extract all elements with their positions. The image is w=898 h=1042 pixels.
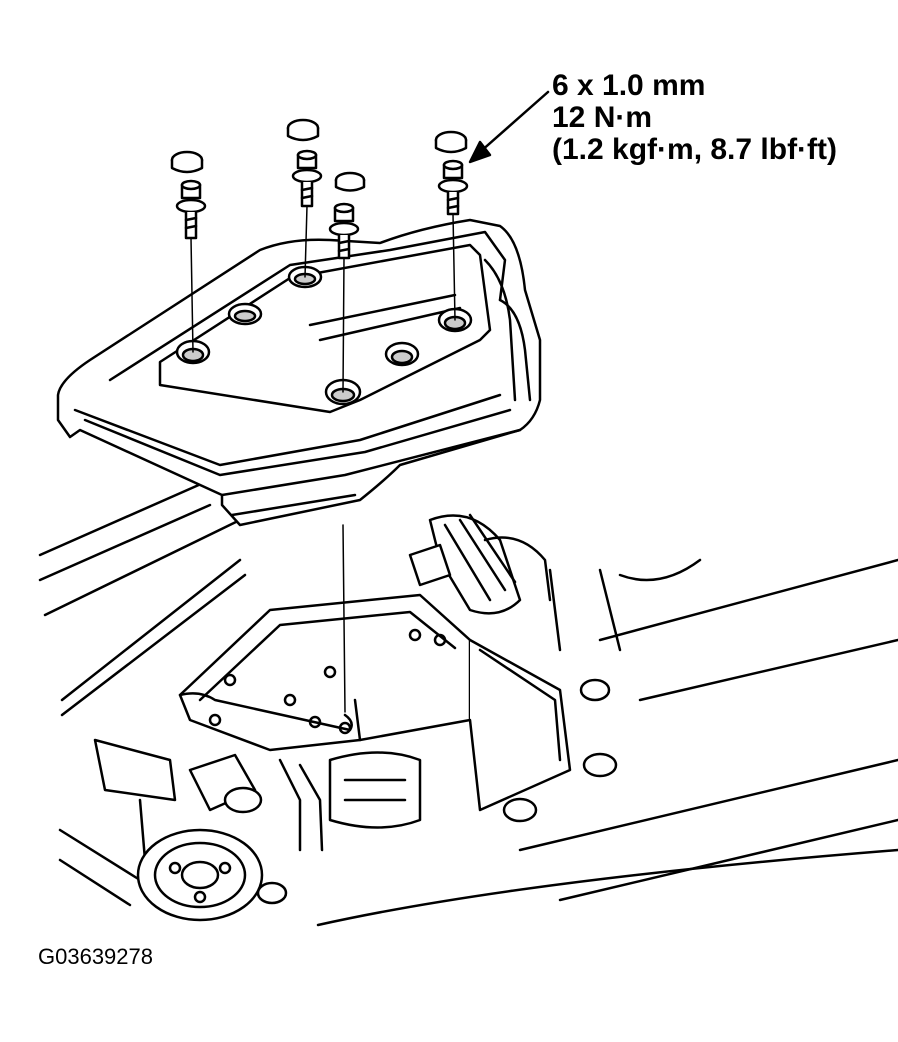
bolt-4 [434, 130, 469, 216]
alignment-lines [190, 205, 456, 713]
torque-callout: 6 x 1.0 mm 12 N·m (1.2 kgf·m, 8.7 lbf·ft… [552, 70, 837, 166]
figure-id: G03639278 [38, 944, 153, 969]
bolt-size-label: 6 x 1.0 mm [552, 69, 706, 102]
cap-3 [334, 171, 366, 192]
callout-arrow [468, 90, 550, 164]
crank-pulley [136, 828, 264, 922]
torque-nm-label: 12 N·m [552, 101, 653, 134]
torque-alt-label: (1.2 kgf·m, 8.7 lbf·ft) [552, 133, 838, 166]
bolt-1 [170, 150, 207, 240]
bolts-and-caps [170, 118, 469, 260]
bolt-2 [286, 118, 323, 208]
engine-cover [56, 218, 542, 527]
engine-bay [38, 478, 898, 927]
